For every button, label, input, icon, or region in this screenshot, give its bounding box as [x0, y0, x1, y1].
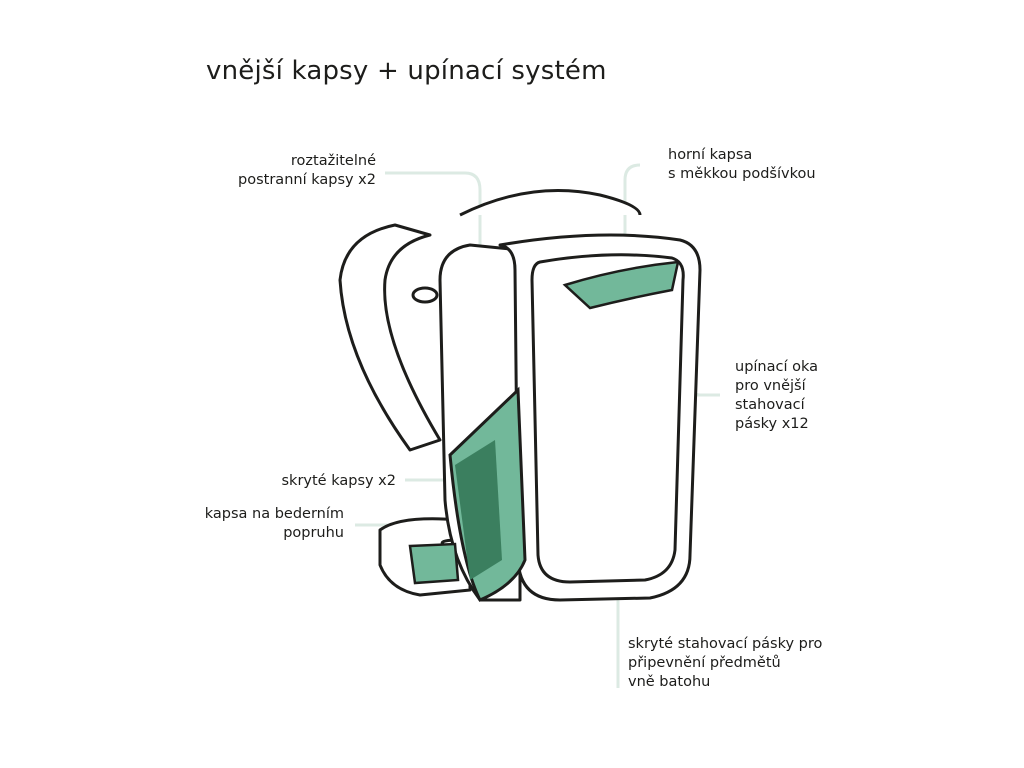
shoulder-strap	[338, 223, 442, 452]
hip-belt-pocket-highlight	[408, 542, 460, 585]
label-top-pocket: horní kapsa s měkkou podšívkou	[668, 147, 816, 182]
label-attachment-loops: upínací oka pro vnější stahovací pásky x…	[735, 359, 819, 432]
label-hidden-straps: skryté stahovací pásky pro připevnění př…	[628, 636, 823, 690]
top-handle	[459, 189, 642, 217]
leader-side-pockets	[385, 171, 482, 470]
leader-top-pocket	[623, 163, 641, 260]
front-panel	[530, 253, 685, 584]
label-hip-belt-pocket: kapsa na bederním popruhu	[204, 506, 344, 541]
page-title: vnější kapsy + upínací systém	[206, 56, 607, 86]
label-hidden-pockets: skryté kapsy x2	[281, 473, 397, 489]
highlight-areas	[408, 260, 680, 602]
label-side-pockets: roztažitelné postranní kapsy x2	[238, 153, 376, 188]
top-pocket-highlight	[562, 260, 680, 310]
zipper-pull	[411, 286, 439, 304]
hidden-pocket-highlight	[455, 440, 502, 580]
